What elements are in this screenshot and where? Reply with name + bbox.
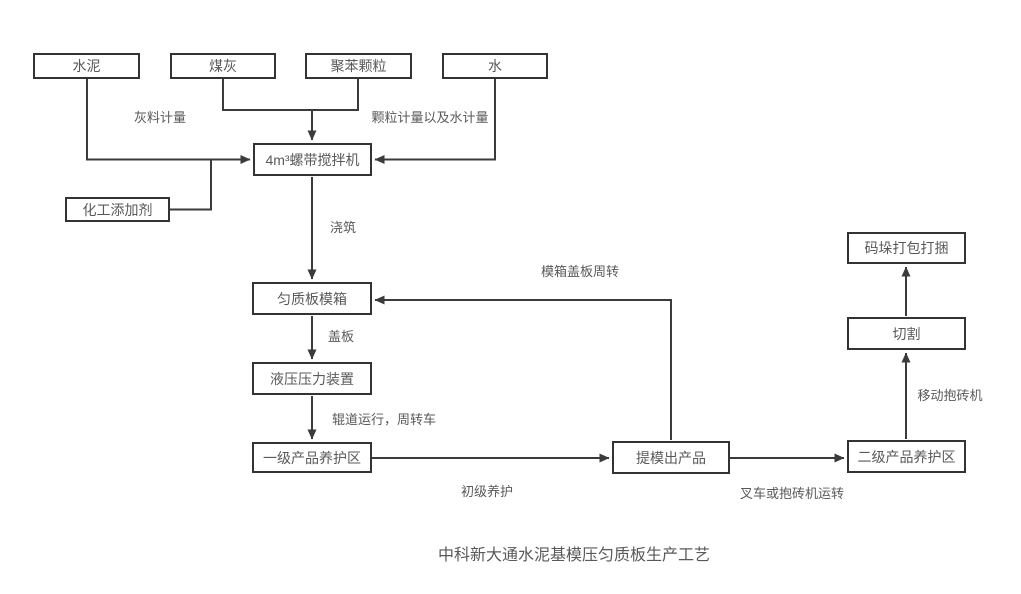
node-hydraulic-press-label: 液压压力装置 — [270, 370, 354, 387]
edge-label-ash-metering: 灰料计量 — [131, 110, 189, 126]
node-water: 水 — [442, 53, 548, 79]
node-primary-curing-area-label: 一级产品养护区 — [263, 449, 361, 466]
node-secondary-curing-area-label: 二级产品养护区 — [857, 448, 956, 465]
edge-label-cover-plate: 盖板 — [325, 329, 357, 345]
node-polystyrene-label: 聚苯颗粒 — [330, 58, 387, 74]
node-coal-ash-label: 煤灰 — [209, 58, 237, 74]
edge-additive-to-mixer — [170, 160, 212, 211]
node-coal-ash: 煤灰 — [170, 53, 276, 79]
node-chemical-additive-label: 化工添加剂 — [82, 201, 153, 218]
edge-cement-to-mixer — [86, 79, 251, 164]
edge-label-mobile-brick-clamp: 移动抱砖机 — [915, 388, 985, 404]
node-primary-curing-area: 一级产品养护区 — [252, 442, 372, 473]
node-ribbon-mixer: 4m³螺带搅拌机 — [253, 143, 372, 176]
node-mold-box-label: 匀质板模箱 — [277, 290, 347, 307]
node-secondary-curing-area: 二级产品养护区 — [847, 440, 966, 473]
node-demold-product: 提模出产品 — [612, 441, 730, 474]
edge-label-pouring: 浇筑 — [327, 220, 359, 236]
node-cement: 水泥 — [33, 53, 140, 79]
node-chemical-additive: 化工添加剂 — [65, 197, 170, 222]
diagram-title: 中科新大通水泥基模压匀质板生产工艺 — [437, 547, 711, 564]
node-ribbon-mixer-label: 4m³螺带搅拌机 — [265, 151, 360, 168]
edge-demold-to-moldbox-loop — [374, 295, 672, 440]
edge-label-particle-water-metering: 颗粒计量以及水计量 — [369, 110, 491, 126]
edge-water-to-mixer — [374, 79, 496, 164]
node-cutting-label: 切割 — [892, 325, 921, 342]
node-mold-box: 匀质板模箱 — [252, 282, 372, 315]
edge-coalash-polystyrene-join — [222, 79, 359, 111]
edge-label-roller-run: 辊道运行，周转车 — [329, 412, 439, 428]
node-cutting: 切割 — [847, 317, 966, 350]
node-water-label: 水 — [488, 58, 502, 74]
node-polystyrene-particles: 聚苯颗粒 — [305, 53, 412, 79]
node-demold-product-label: 提模出产品 — [636, 449, 706, 466]
edge-label-forklift-transfer: 叉车或抱砖机运转 — [737, 486, 847, 502]
node-cement-label: 水泥 — [72, 58, 101, 74]
edge-label-mold-cover-turnover: 模箱盖板周转 — [538, 264, 622, 280]
edge-label-primary-curing: 初级养护 — [458, 484, 516, 500]
node-palletize-pack-bundle: 码垛打包打捆 — [847, 232, 966, 264]
node-palletize-pack-bundle-label: 码垛打包打捆 — [864, 240, 949, 256]
node-hydraulic-press: 液压压力装置 — [252, 362, 372, 395]
